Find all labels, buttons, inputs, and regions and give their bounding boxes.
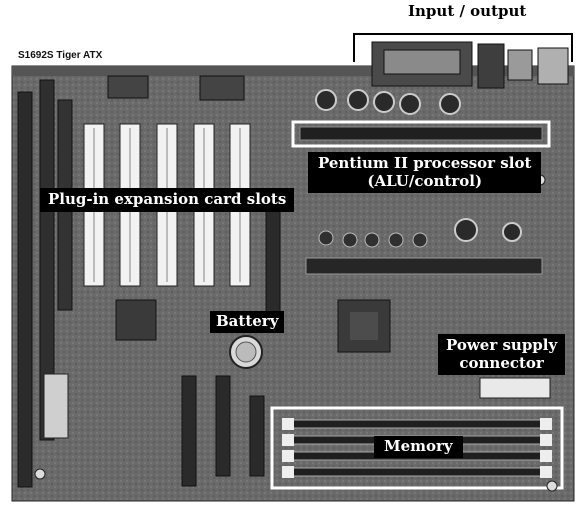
small-chip-2: [200, 76, 244, 100]
memory-text: Memory: [384, 437, 453, 455]
power-supply-label-line1: Power supply: [446, 337, 557, 355]
screw-hole-2: [547, 481, 557, 491]
small-chip: [108, 76, 148, 98]
cpu-slot: [300, 127, 542, 140]
screw-hole-1: [35, 469, 45, 479]
ide-connector-2: [216, 376, 230, 476]
cpu-slot-label-line2: (ALU/control): [318, 173, 531, 191]
bios-chip: [44, 374, 68, 438]
board-model-label: S1692S Tiger ATX: [18, 50, 102, 61]
power-supply-label-line2: connector: [446, 355, 557, 373]
expansion-slots-label: Plug-in expansion card slots: [40, 188, 294, 212]
cpu-slot-label-line1: Pentium II processor slot: [318, 155, 531, 173]
agp-slot: [266, 210, 280, 320]
expansion-slots-text: Plug-in expansion card slots: [48, 190, 286, 208]
cpu-slot-label: Pentium II processor slot (ALU/control): [308, 152, 541, 193]
memory-label: Memory: [374, 436, 463, 458]
ide-connector-1: [182, 376, 196, 486]
parallel-port-inner: [384, 50, 460, 74]
cpu-slot-2: [306, 258, 542, 274]
power-supply-label: Power supply connector: [438, 334, 565, 375]
battery-text: Battery: [216, 312, 278, 330]
battery-label: Battery: [210, 311, 284, 333]
isa-slot-1: [18, 92, 32, 487]
ide-connector-3: [250, 396, 264, 476]
power-connector: [480, 378, 550, 398]
usb-port: [478, 44, 504, 88]
ps2-port: [508, 50, 532, 80]
chipset-north-core: [350, 312, 378, 340]
ps2-port-2: [538, 48, 568, 84]
chipset-south: [116, 300, 156, 340]
